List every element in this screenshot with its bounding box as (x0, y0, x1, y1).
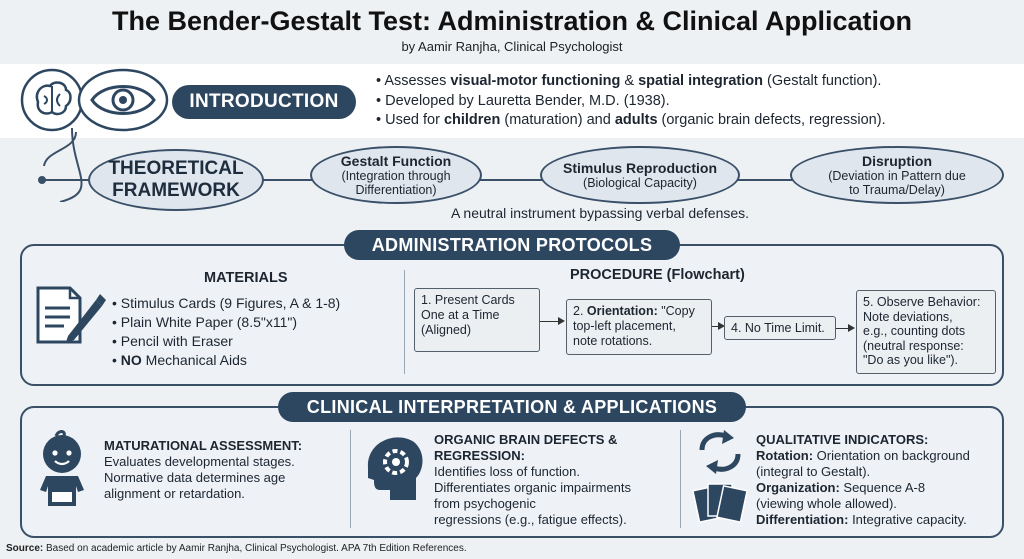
page-title: The Bender-Gestalt Test: Administration … (111, 6, 913, 36)
procedure-step-4: 4. No Time Limit. (724, 316, 836, 340)
brain-icon (20, 68, 84, 132)
theoretical-framework-oval: THEORETICAL FRAMEWORK (88, 149, 264, 211)
intro-bullet: • Used for children (maturation) and adu… (376, 112, 886, 128)
list-item: • Stimulus Cards (9 Figures, A & 1-8) (112, 295, 341, 311)
flow-arrow-head (718, 322, 725, 330)
baby-icon (40, 430, 84, 506)
flow-arrow-head (848, 324, 855, 332)
rotation-arrows-icon (699, 430, 741, 474)
list-item: • Pencil with Eraser (112, 333, 233, 349)
introduction-pill: INTRODUCTION (172, 85, 356, 119)
stage-stimulus-reproduction: Stimulus Reproduction (Biological Capaci… (540, 146, 740, 204)
framework-note: A neutral instrument bypassing verbal de… (450, 205, 750, 221)
head-gear-icon (367, 437, 423, 500)
flow-arrow-head (558, 317, 565, 325)
qualitative-indicators: QUALITATIVE INDICATORS: Rotation: Orient… (756, 432, 970, 527)
procedure-step-1: 1. Present Cards One at a Time (Aligned) (414, 288, 540, 352)
administration-pill: ADMINISTRATION PROTOCOLS (344, 230, 680, 260)
intro-bullet: • Assesses visual-motor functioning & sp… (376, 73, 882, 89)
introduction-band (0, 64, 1024, 138)
flow-arrow (540, 321, 560, 322)
framework-connector (43, 131, 77, 167)
source-note: Source: Based on academic article by Aam… (6, 543, 467, 554)
procedure-heading: PROCEDURE (Flowchart) (570, 267, 745, 283)
materials-list: • Stimulus Cards (9 Figures, A & 1-8) • … (112, 294, 340, 370)
stage-gestalt-function: Gestalt Function (Integration through Di… (310, 146, 482, 204)
procedure-step-2: 2. Orientation: "Copy top-left placement… (566, 299, 712, 355)
materials-heading: MATERIALS (204, 270, 288, 286)
stage-disruption: Disruption (Deviation in Pattern due to … (790, 146, 1004, 204)
byline: by Aamir Ranjha, Clinical Psychologist (401, 39, 623, 54)
list-item: • NO Mechanical Aids (112, 352, 247, 368)
clinical-divider (350, 430, 351, 528)
introduction-bullets: • Assesses visual-motor functioning & sp… (376, 72, 1016, 131)
organic-brain-defects: ORGANIC BRAIN DEFECTS & REGRESSION: Iden… (434, 432, 632, 527)
intro-bullet: • Developed by Lauretta Bender, M.D. (19… (376, 92, 670, 109)
procedure-step-5: 5. Observe Behavior: Note deviations, e.… (856, 290, 996, 374)
list-item: • Plain White Paper (8.5"x11") (112, 314, 297, 330)
eye-icon (77, 68, 169, 132)
clinical-pill: CLINICAL INTERPRETATION & APPLICATIONS (278, 392, 746, 422)
flow-arrow (836, 328, 850, 329)
admin-divider (404, 270, 405, 374)
flow-arrow (712, 326, 720, 327)
clinical-divider (680, 430, 681, 528)
document-pencil-icon (36, 286, 106, 344)
cards-icon (692, 483, 748, 524)
maturational-assessment: MATURATIONAL ASSESSMENT: Evaluates devel… (104, 438, 303, 501)
